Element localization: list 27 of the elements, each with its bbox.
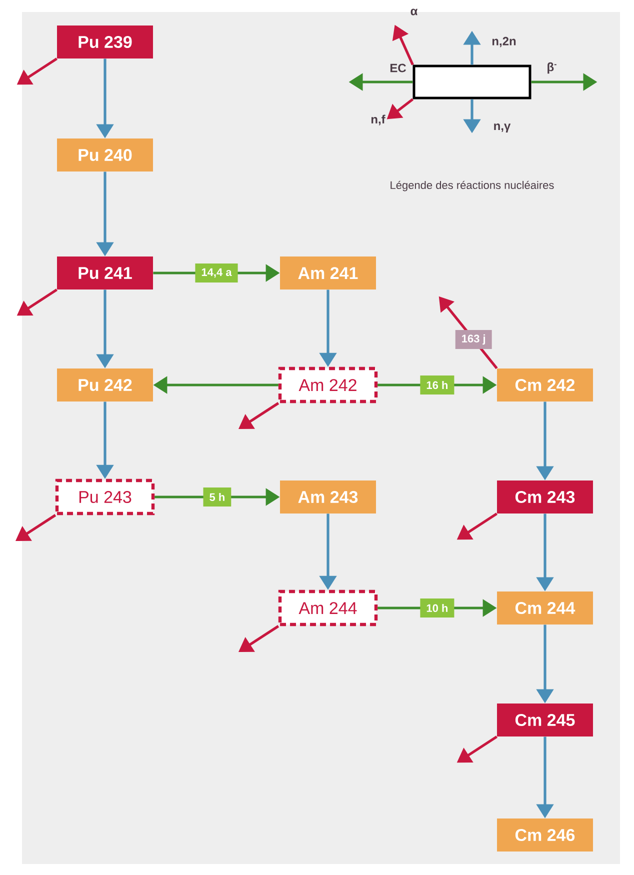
legend-box bbox=[412, 64, 532, 100]
legend-caption: Légende des réactions nucléaires bbox=[390, 180, 554, 192]
nuclide-box: Cm 244 bbox=[497, 592, 593, 624]
arrow-label: n,f bbox=[371, 114, 386, 126]
nuclide-box: Cm 243 bbox=[497, 480, 593, 514]
nuclide-box: Pu 239 bbox=[57, 26, 153, 58]
nuclide-box: Cm 246 bbox=[497, 818, 593, 852]
arrow-label: n,2n bbox=[492, 36, 516, 48]
nuclide-box: Am 243 bbox=[280, 480, 376, 514]
arrow-label: EC bbox=[390, 64, 406, 72]
nuclide-box: Am 241 bbox=[280, 256, 376, 290]
nuclide-box: Am 242 bbox=[278, 366, 378, 404]
nuclide-box: Pu 243 bbox=[55, 478, 155, 516]
arrow-label: β$^{-}$ bbox=[548, 62, 556, 74]
edge-label: 16 h bbox=[420, 376, 454, 394]
edge-label: 5 h bbox=[203, 488, 232, 506]
edge-label: 163 j bbox=[455, 330, 492, 349]
nuclide-box: Am 244 bbox=[278, 590, 378, 626]
nuclide-box: Pu 241 bbox=[57, 256, 153, 290]
nuclide-box: Cm 242 bbox=[497, 368, 593, 402]
arrow-label: n,γ bbox=[494, 124, 511, 132]
edge-label: 14,4 a bbox=[195, 264, 238, 282]
nuclide-box: Cm 245 bbox=[497, 704, 593, 736]
nuclide-box: Pu 240 bbox=[57, 138, 153, 172]
arrow-label: α bbox=[410, 8, 418, 16]
nuclide-box: Pu 242 bbox=[57, 368, 153, 402]
edge-label: 10 h bbox=[420, 598, 454, 618]
